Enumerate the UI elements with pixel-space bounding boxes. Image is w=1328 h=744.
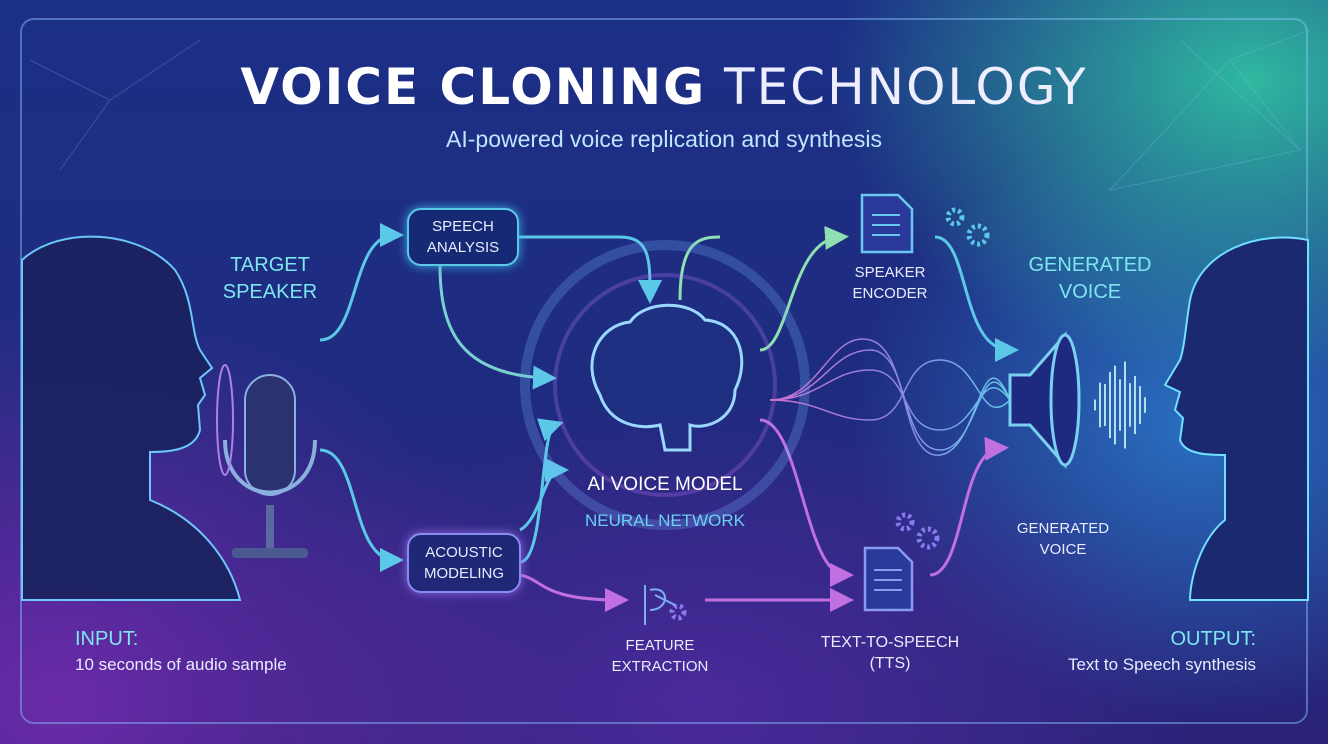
neural-network-label: NEURAL NETWORK [585, 511, 745, 530]
label-line: TEXT-TO-SPEECH [820, 634, 960, 651]
generated-voice-top-label: GENERATED VOICE [1010, 252, 1170, 306]
output-waveform [1094, 361, 1146, 449]
label-line: VOICE [1058, 281, 1122, 303]
input-label: INPUT: [75, 628, 139, 650]
acoustic-modeling-box: ACOUSTIC MODELING [407, 533, 521, 593]
label-line: ENCODER [852, 285, 928, 302]
input-section: INPUT: 10 seconds of audio sample [75, 628, 287, 675]
label-line: SPEAKER [222, 281, 318, 303]
speech-analysis-box: SPEECH ANALYSIS [407, 208, 519, 266]
label-line: EXTRACTION [611, 658, 709, 675]
gear-icons [669, 207, 990, 621]
label-line: (TTS) [869, 655, 911, 672]
tts-doc-icon [863, 546, 914, 612]
title-light: TECHNOLOGY [724, 58, 1088, 116]
output-text: Text to Speech synthesis [1067, 655, 1256, 674]
label-line: ACOUSTIC [425, 544, 503, 561]
ai-voice-model-label: AI VOICE MODEL [587, 474, 743, 495]
speaker-encoder-label: SPEAKER ENCODER [830, 262, 950, 304]
input-text: 10 seconds of audio sample [75, 655, 287, 674]
brain-icon [590, 303, 744, 452]
target-speaker-label: TARGET SPEAKER [205, 252, 335, 306]
tts-label: TEXT-TO-SPEECH (TTS) [800, 632, 980, 674]
label-line: TARGET [230, 254, 310, 276]
title-bold: VOICE CLONING [240, 58, 707, 116]
label-line: SPEECH [432, 218, 494, 235]
feature-extraction-icon [644, 585, 676, 625]
network-lines [29, 29, 1311, 191]
loudspeaker-icon [1008, 331, 1081, 469]
synthesis-waveform [769, 338, 1011, 456]
target-speaker-silhouette [21, 235, 242, 601]
label-line: MODELING [423, 565, 504, 582]
microphone-icon [216, 364, 317, 558]
feature-extraction-label: FEATURE EXTRACTION [600, 635, 720, 677]
subtitle: AI-powered voice replication and synthes… [446, 126, 882, 152]
speaker-encoder-doc-icon [860, 193, 914, 254]
generated-voice-silhouette [1163, 236, 1309, 601]
page-title: VOICE CLONING TECHNOLOGY [0, 58, 1328, 116]
generated-voice-small-label: GENERATED VOICE [1003, 518, 1123, 560]
output-label: OUTPUT: [1170, 628, 1256, 650]
label-line: GENERATED [1028, 254, 1152, 276]
label-line: FEATURE [625, 637, 695, 654]
output-section: OUTPUT: Text to Speech synthesis [1068, 628, 1256, 675]
label-line: GENERATED [1016, 520, 1110, 537]
label-line: SPEAKER [854, 264, 926, 281]
label-line: VOICE [1039, 541, 1087, 558]
input-waveform: /*placeholder*/ [324, 314, 556, 490]
label-line: ANALYSIS [426, 239, 500, 256]
